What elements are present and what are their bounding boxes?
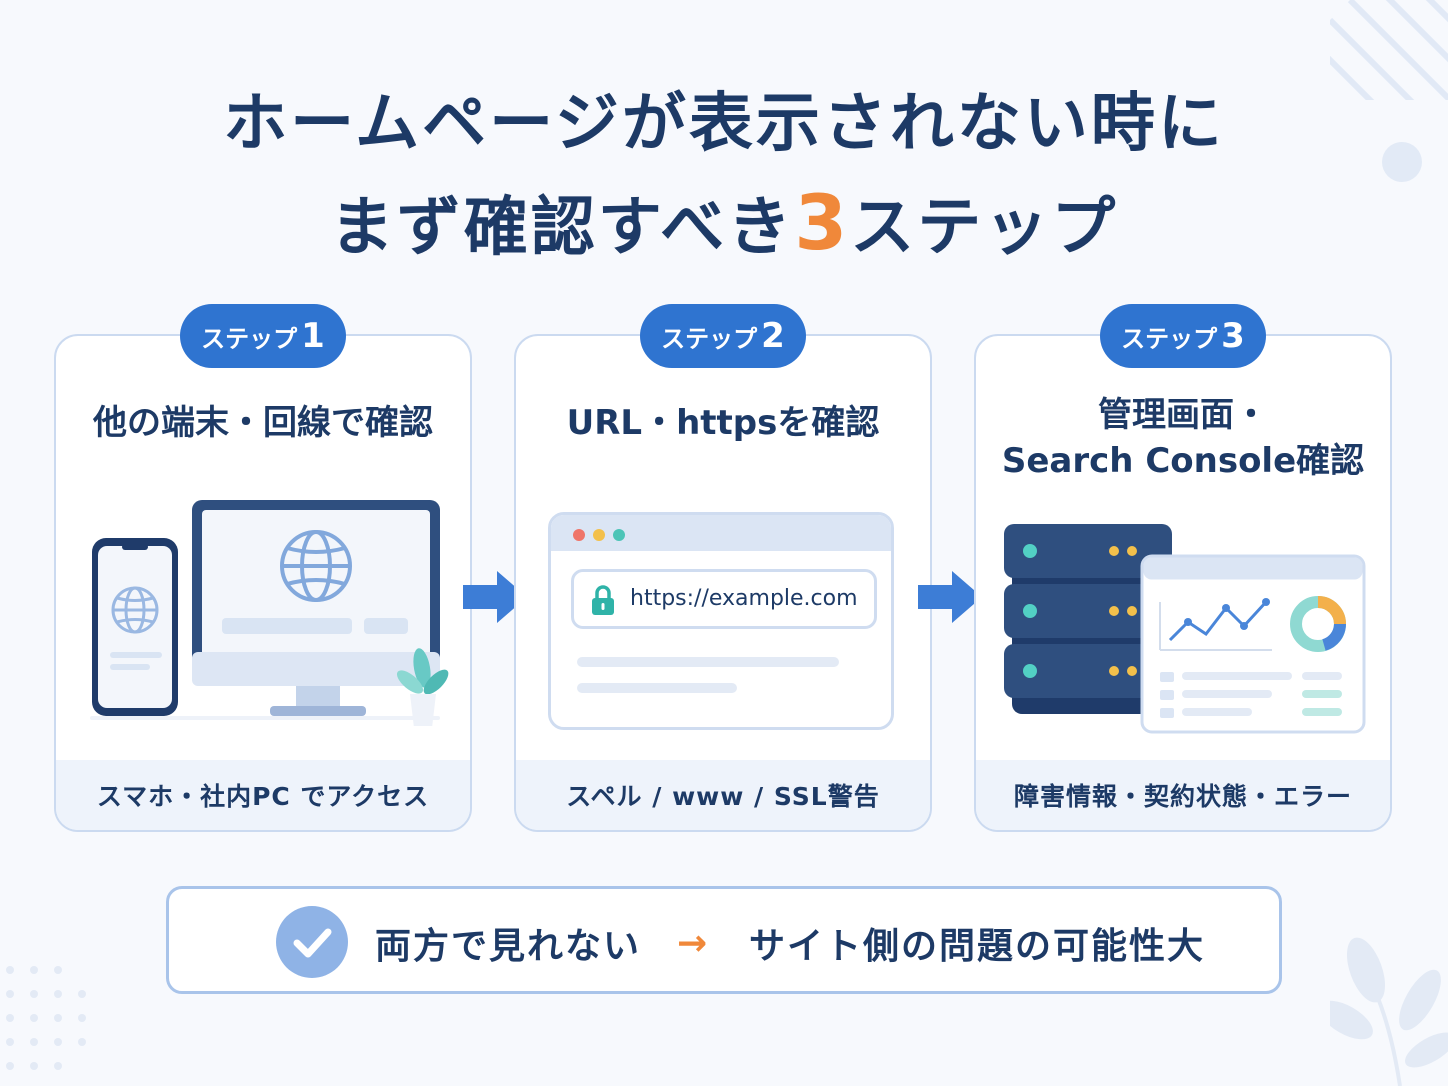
flow-arrow-icon <box>463 571 527 623</box>
step-2-card: URL・httpsを確認 https://example.com スペル / w… <box>514 334 932 832</box>
lock-icon <box>592 585 614 615</box>
page-title-line-1: ホームページが表示されない時に <box>223 87 1225 161</box>
step-1-badge-number: 1 <box>301 316 325 356</box>
window-close-dot <box>573 529 585 541</box>
step-2-badge-number: 2 <box>761 316 785 356</box>
server-icon <box>1004 524 1172 714</box>
step-3-heading-line-2: Search Console確認 <box>1001 441 1365 481</box>
globe-icon <box>280 530 352 602</box>
url-text: https://example.com <box>630 586 858 611</box>
step-1-badge: ステップ 1 <box>180 304 346 368</box>
step-2-badge: ステップ 2 <box>640 304 806 368</box>
title-text-pre: まず確認すべき <box>329 191 795 265</box>
conclusion-arrow: → <box>677 922 710 964</box>
dashboard-icon <box>1140 554 1366 734</box>
flow-arrow-icon <box>918 571 982 623</box>
circle-decoration <box>1382 142 1422 182</box>
step-3-footer: 障害情報・契約状態・エラー <box>976 760 1390 830</box>
donut-chart-icon <box>1290 596 1346 652</box>
conclusion-box: 両方で見れない → サイト側の問題の可能性大 <box>166 886 1282 994</box>
url-bar: https://example.com <box>571 569 877 629</box>
title-step-count: 3 <box>794 178 851 267</box>
title-text-post: ステップ <box>850 191 1119 265</box>
line-chart-icon <box>1159 598 1272 651</box>
content-line <box>577 683 737 693</box>
step-1-card: 他の端末・回線で確認 <box>54 334 472 832</box>
step-2-footer: スペル / www / SSL警告 <box>516 760 930 830</box>
diagonal-stripes-decoration <box>1330 0 1448 100</box>
step-2-heading: URL・httpsを確認 <box>566 403 880 443</box>
step-2-badge-label: ステップ <box>661 324 758 353</box>
check-circle-icon <box>276 906 348 978</box>
content-line <box>577 657 839 667</box>
browser-window-icon: https://example.com <box>548 512 894 730</box>
step-3-badge: ステップ 3 <box>1100 304 1266 368</box>
page-title-line-2: まず確認すべき3ステップ <box>0 180 1448 266</box>
window-minimize-dot <box>593 529 605 541</box>
leaf-decoration <box>1330 937 1448 1086</box>
step-3-badge-label: ステップ <box>1121 324 1218 353</box>
browser-title-bar <box>551 515 891 551</box>
plant-icon <box>396 648 449 726</box>
step-1-badge-label: ステップ <box>201 324 298 353</box>
smartphone-icon <box>92 538 178 716</box>
conclusion-condition: 両方で見れない <box>375 926 642 967</box>
step-3-badge-number: 3 <box>1221 316 1245 356</box>
conclusion-result: サイト側の問題の可能性大 <box>749 926 1206 967</box>
step-3-card: 管理画面・ Search Console確認 <box>974 334 1392 832</box>
step-1-footer: スマホ・社内PC でアクセス <box>56 760 470 830</box>
monitor-icon <box>192 500 440 716</box>
step-1-heading: 他の端末・回線で確認 <box>93 403 433 443</box>
step-3-illustration <box>1004 524 1366 734</box>
window-maximize-dot <box>613 529 625 541</box>
step-1-illustration <box>90 500 449 726</box>
step-3-heading-line-1: 管理画面・ <box>1098 395 1268 435</box>
dot-grid-decoration <box>6 966 86 1070</box>
